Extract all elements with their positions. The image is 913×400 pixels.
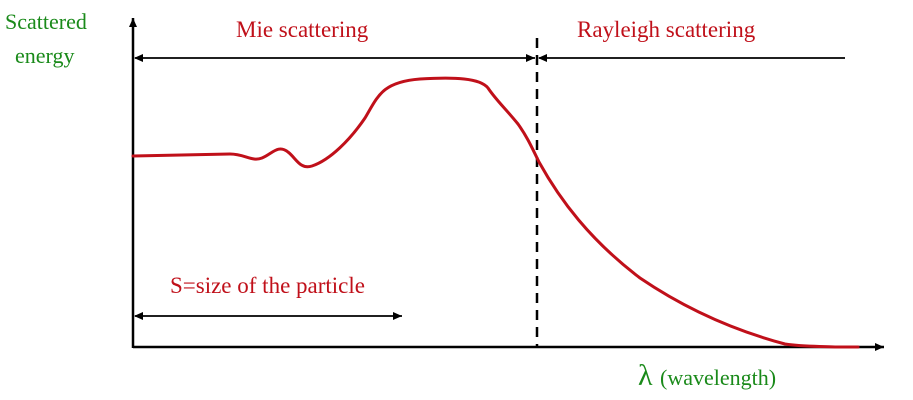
lambda-symbol: λ bbox=[638, 359, 653, 392]
mie-scattering-label: Mie scattering bbox=[236, 17, 369, 42]
scattering-curve bbox=[131, 76, 860, 349]
rayleigh-scattering-label: Rayleigh scattering bbox=[577, 17, 756, 42]
particle-size-label: S=size of the particle bbox=[170, 273, 365, 298]
y-axis-label-line2: energy bbox=[15, 43, 74, 68]
x-axis-label: (wavelength) bbox=[660, 365, 776, 390]
y-axis-label-line1: Scattered bbox=[5, 9, 87, 34]
